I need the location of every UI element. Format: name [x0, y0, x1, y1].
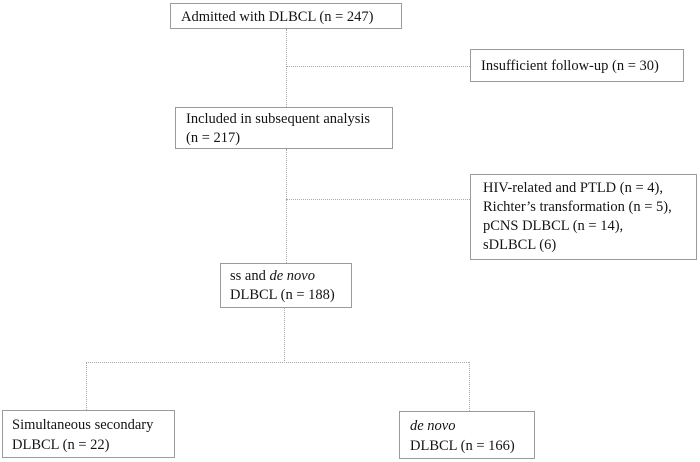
- connector-split-horizontal: [86, 362, 469, 363]
- node-ssdenovo-line1: ss and de novo: [230, 267, 351, 286]
- node-exclusions: HIV-related and PTLD (n = 4), Richter’s …: [470, 174, 697, 260]
- node-admitted-label: Admitted with DLBCL (n = 247): [181, 9, 374, 25]
- node-insufficient-followup: Insufficient follow-up (n = 30): [470, 49, 684, 82]
- connector-branch-insufficient: [286, 66, 470, 67]
- connector-ssdenovo-down: [284, 308, 285, 363]
- node-simultaneous-secondary: Simultaneous secondary DLBCL (n = 22): [2, 410, 175, 458]
- node-ssdenovo-line2: DLBCL (n = 188): [230, 287, 335, 303]
- connector-included-to-ssdenovo: [286, 149, 287, 263]
- connector-branch-exclusions: [286, 199, 470, 200]
- node-de-novo: de novo DLBCL (n = 166): [399, 411, 535, 459]
- node-ssdenovo-line1-italic: de novo: [269, 268, 315, 284]
- node-exclusions-line2: Richter’s transformation (n = 5),: [483, 199, 672, 215]
- node-ssdenovo-line1-prefix: ss and: [230, 268, 270, 284]
- node-exclusions-line3: pCNS DLBCL (n = 14),: [483, 218, 624, 234]
- node-insufficient-label: Insufficient follow-up (n = 30): [481, 58, 659, 74]
- node-admitted: Admitted with DLBCL (n = 247): [170, 3, 402, 29]
- node-included-line2: (n = 217): [186, 130, 241, 146]
- connector-drop-simultaneous: [86, 362, 87, 410]
- node-included-analysis: Included in subsequent analysis (n = 217…: [175, 107, 393, 149]
- node-simultaneous-line1: Simultaneous secondary: [12, 417, 154, 433]
- node-exclusions-line1: HIV-related and PTLD (n = 4),: [483, 180, 663, 196]
- connector-drop-denovo: [469, 362, 470, 411]
- node-included-line1: Included in subsequent analysis: [186, 111, 371, 127]
- node-exclusions-line4: sDLBCL (6): [483, 237, 557, 253]
- node-ss-and-de-novo: ss and de novo DLBCL (n = 188): [220, 263, 352, 308]
- connector-admitted-to-included: [286, 29, 287, 107]
- node-denovo-line1: de novo: [410, 418, 456, 434]
- node-denovo-line2: DLBCL (n = 166): [410, 438, 515, 454]
- node-simultaneous-line2: DLBCL (n = 22): [12, 437, 110, 453]
